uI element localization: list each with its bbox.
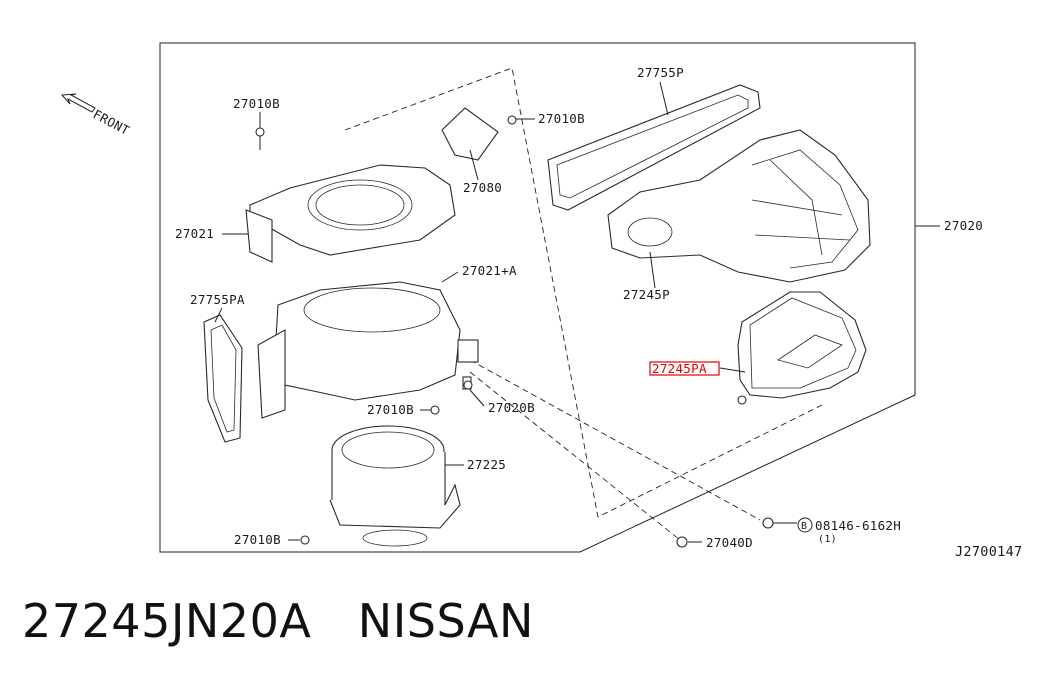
callout-27225: 27225 — [467, 457, 506, 472]
leader-27245P — [649, 251, 656, 289]
module-27080 — [441, 107, 517, 161]
callout-27010B-bottom: 27010B — [234, 532, 281, 547]
leader-27021A — [441, 271, 459, 283]
leader-27245PA — [719, 367, 746, 373]
reference-code: J2700147 — [955, 544, 1022, 560]
screw-27010B-top — [255, 127, 265, 150]
leader-27755PA — [214, 307, 223, 323]
assembly-dashed-leader-1 — [469, 359, 761, 521]
callout-27755P: 27755P — [637, 65, 684, 80]
callout-27010B-right: 27010B — [538, 111, 585, 126]
callout-27020: 27020 — [944, 218, 983, 233]
upper-case-27021 — [245, 164, 456, 263]
nut-27020B — [463, 380, 473, 390]
screw-27010B-bottom — [300, 535, 310, 545]
callout-27010B-top: 27010B — [233, 96, 280, 111]
front-arrow-icon — [60, 93, 96, 113]
assembly-dashed-leader-2 — [469, 371, 681, 541]
part-number-caption: 27245JN20A NISSAN — [22, 594, 534, 648]
seal-27755P — [547, 84, 761, 211]
parts-diagram: FRONT — [60, 42, 1022, 560]
lower-case-27021A — [257, 281, 479, 419]
leader-27080 — [469, 149, 479, 181]
screw-27010B-mid — [430, 405, 440, 415]
leader-27755P — [659, 81, 669, 116]
bolt-08146 — [762, 517, 774, 529]
callout-27755PA: 27755PA — [190, 292, 245, 307]
callout-27080: 27080 — [463, 180, 502, 195]
assembly-dashed-outline — [344, 67, 823, 518]
blower-motor-27225 — [329, 425, 461, 547]
filter-housing-27020 — [607, 129, 871, 283]
diagram-frame — [159, 42, 916, 553]
bolt-callout-icon: B — [797, 517, 813, 533]
callout-08146: 08146-6162H — [815, 518, 901, 533]
callout-27245PA: 27245PA — [652, 361, 707, 376]
screw-27040D — [676, 536, 688, 548]
filter-27245PA — [737, 291, 867, 405]
leader-27020B — [469, 389, 485, 407]
seal-27755PA — [203, 314, 243, 443]
callout-08146-qty: (1) — [818, 534, 837, 545]
svg-text:B: B — [801, 521, 807, 532]
front-label: FRONT — [91, 106, 133, 138]
callout-27010B-mid: 27010B — [367, 402, 414, 417]
callout-27020B: 27020B — [488, 400, 535, 415]
callout-27021: 27021 — [175, 226, 214, 241]
callout-27245P: 27245P — [623, 287, 670, 302]
highlight-box-27245PA — [649, 361, 720, 376]
callout-27040D: 27040D — [706, 535, 753, 550]
callout-27021A: 27021+A — [462, 263, 517, 278]
